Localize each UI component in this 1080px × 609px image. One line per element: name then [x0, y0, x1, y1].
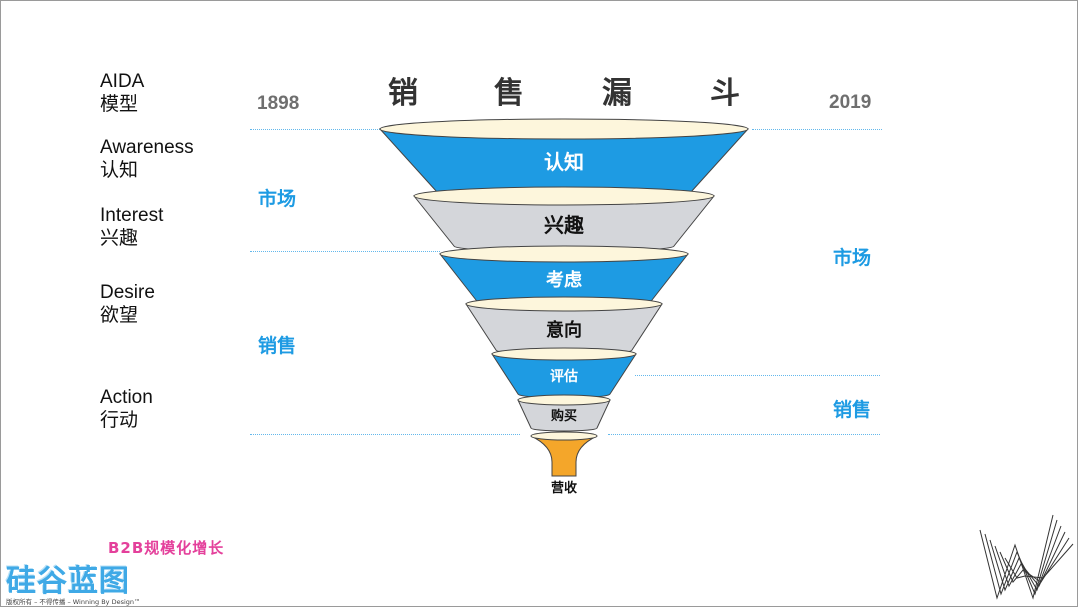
aida-awareness-en: Awareness	[100, 137, 194, 158]
stage-evaluation-label: 评估	[550, 368, 578, 385]
stage-intent-label: 意向	[546, 319, 582, 341]
stage-interest-label: 兴趣	[544, 213, 585, 237]
year-start: 1898	[257, 93, 300, 114]
stage-interest-rim	[413, 186, 715, 206]
aida-desire: Desire 欲望	[100, 281, 155, 327]
title-char-3: 漏	[602, 76, 632, 111]
title-char-4: 斗	[710, 76, 740, 111]
diagram-title: 销 售 漏 斗	[380, 68, 750, 111]
stage-revenue: 营收	[530, 431, 598, 496]
stage-consideration: 考虑	[438, 245, 690, 306]
stage-evaluation: 评估	[491, 347, 637, 399]
stage-consideration-label: 考虑	[546, 269, 582, 291]
aida-action-cn: 行动	[100, 410, 139, 431]
right-label-sales: 销售	[833, 399, 872, 421]
stage-revenue-rim	[530, 431, 598, 441]
aida-awareness-cn: 认知	[100, 160, 139, 181]
stage-revenue-body	[530, 435, 598, 477]
title-char-2: 售	[494, 76, 524, 111]
aida-action: Action 行动	[100, 386, 153, 432]
aida-interest-en: Interest	[100, 205, 164, 226]
aida-heading-en: AIDA	[100, 71, 145, 92]
aida-awareness: Awareness 认知	[100, 136, 194, 182]
left-label-sales: 销售	[258, 335, 297, 357]
stage-revenue-label: 营收	[551, 480, 578, 496]
separator-top-right	[752, 129, 882, 130]
copyright-text: 版权所有 – 不得传播 – Winning By Design™	[6, 598, 141, 606]
stage-purchase-body	[517, 399, 611, 432]
separator-top-left	[250, 129, 380, 130]
stage-intent-rim	[465, 296, 663, 312]
aida-heading: AIDA 模型	[100, 70, 144, 116]
stage-intent: 意向	[465, 296, 663, 356]
separator-mid-right	[635, 375, 880, 376]
separator-bottom-right	[608, 434, 880, 435]
stage-purchase: 购买	[517, 394, 611, 432]
brand-watermark-icon	[979, 514, 1074, 600]
aida-heading-cn: 模型	[100, 94, 139, 115]
left-label-market: 市场	[258, 188, 297, 210]
aida-desire-cn: 欲望	[100, 305, 139, 326]
separator-bottom-left	[250, 434, 520, 435]
aida-desire-en: Desire	[100, 282, 155, 303]
stage-consideration-rim	[439, 245, 689, 263]
aida-interest: Interest 兴趣	[100, 204, 163, 250]
separator-mid-left	[250, 251, 440, 252]
stage-awareness-label: 认知	[544, 150, 584, 174]
stage-purchase-label: 购买	[551, 408, 577, 424]
stage-purchase-rim	[517, 394, 611, 406]
aida-action-en: Action	[100, 387, 153, 408]
right-label-market: 市场	[833, 247, 872, 269]
logo-tagline: B2B规模化增长	[108, 539, 225, 557]
logo-name: 硅谷蓝图	[6, 564, 130, 599]
stage-evaluation-rim	[491, 347, 637, 361]
stage-interest: 兴趣	[412, 186, 716, 253]
stage-awareness-rim	[379, 118, 749, 140]
aida-interest-cn: 兴趣	[100, 228, 139, 249]
title-char-1: 销	[388, 76, 418, 111]
year-end: 2019	[829, 92, 872, 113]
stage-awareness: 认知	[378, 118, 750, 200]
